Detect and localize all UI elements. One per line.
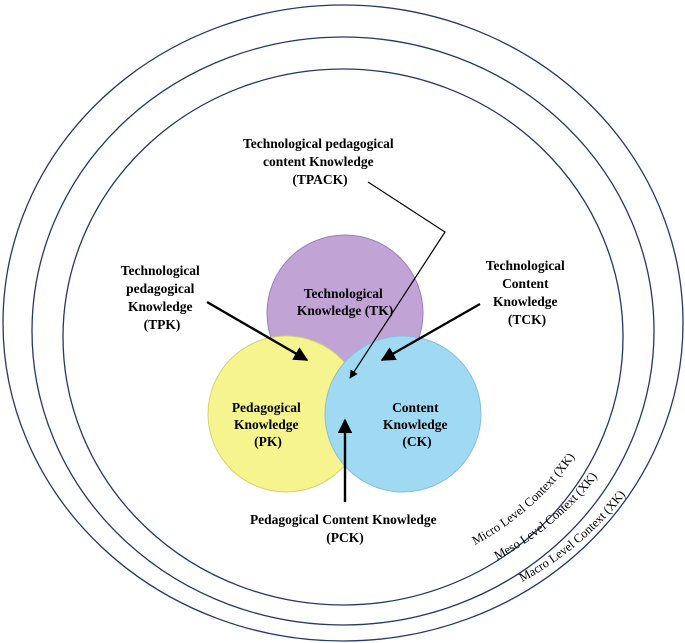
tck-arrow xyxy=(380,302,481,362)
tk-label: Technological Knowledge (TK) xyxy=(297,286,393,318)
tpack-arrow xyxy=(349,181,446,379)
meso-context-ring xyxy=(31,36,655,626)
tpk-arrow xyxy=(206,300,309,362)
ck-label: Content Knowledge (CK) xyxy=(383,400,451,449)
tck-label: Technological Content Knowledge (TCK) xyxy=(486,258,568,327)
pck-label: Pedagogical Content Knowledge (PCK) xyxy=(250,512,440,545)
micro-context-ring xyxy=(62,68,624,606)
ck-circle xyxy=(324,335,482,493)
tpack-label: Technological pedagogical content Knowle… xyxy=(243,136,397,187)
pk-label: Pedagogical Knowledge (PK) xyxy=(232,400,304,449)
tpk-label: Technological pedagogical Knowledge (TPK… xyxy=(121,263,203,332)
macro-context-ring xyxy=(2,4,684,642)
